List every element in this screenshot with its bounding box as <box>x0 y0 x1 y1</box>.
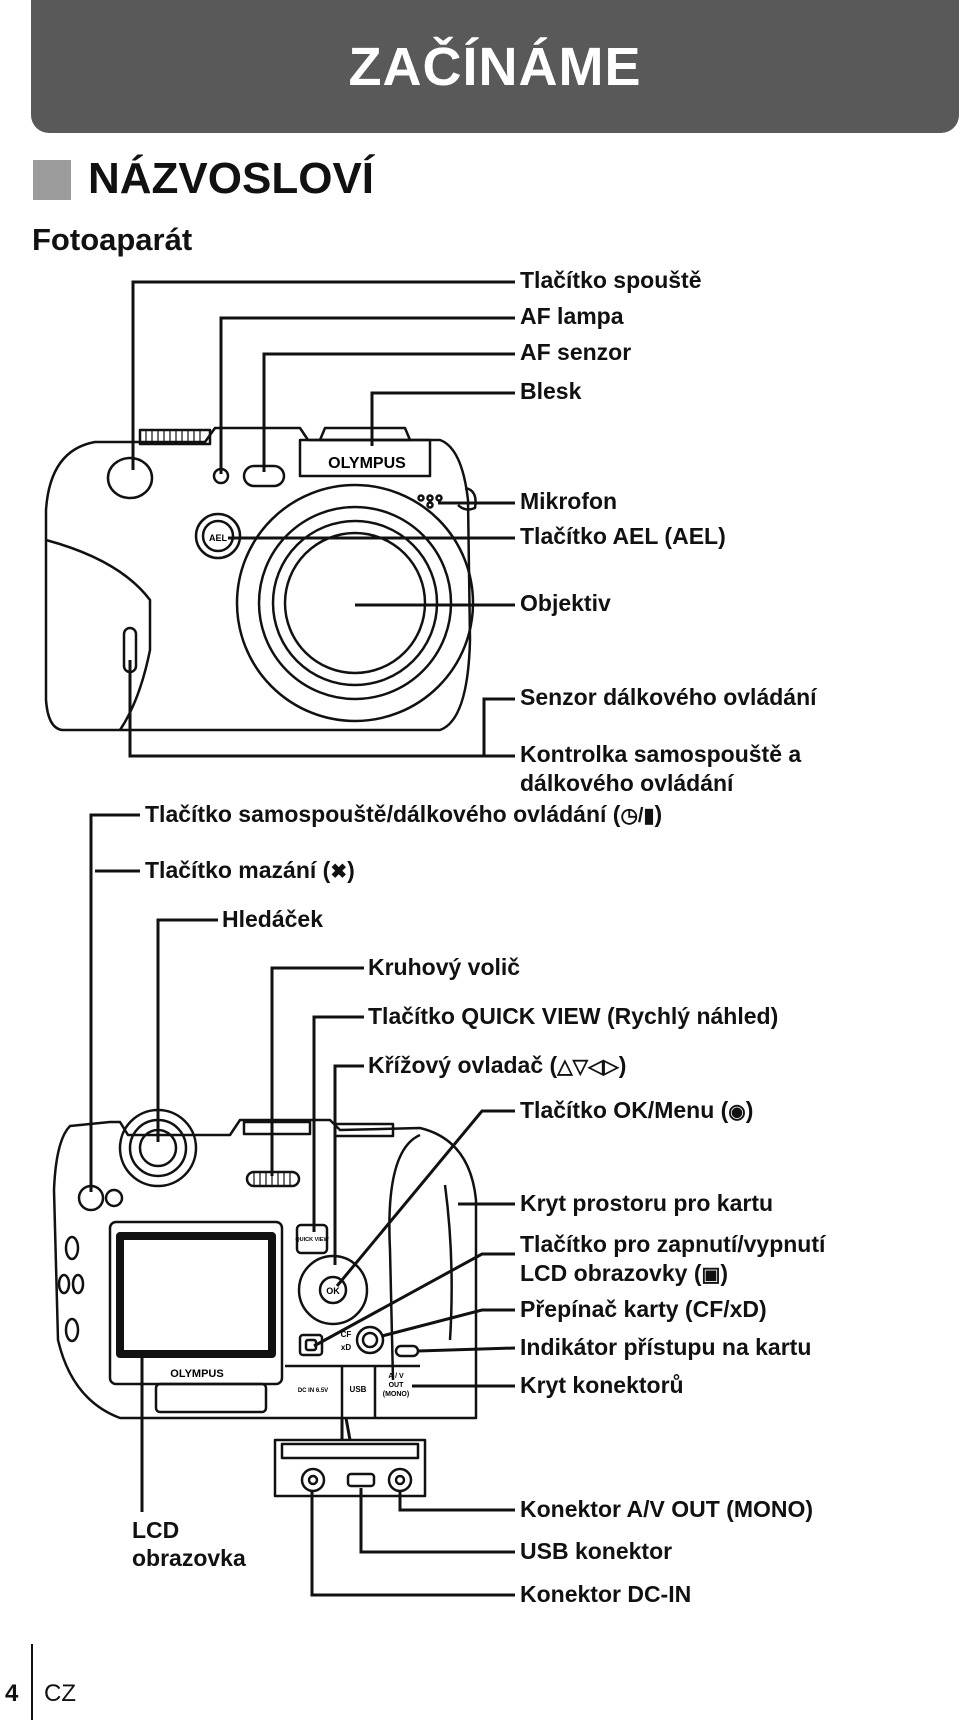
label-selftimer-lamp-2: dálkového ovládání <box>520 770 734 796</box>
camera-back-body <box>52 1118 478 1420</box>
usb-mark: USB <box>350 1385 367 1394</box>
label-selftimer-button-text: Tlačítko samospouště/dálkového ovládání … <box>145 801 621 827</box>
card-switch-shape <box>355 1325 385 1355</box>
ok-menu-icon: ◉ <box>728 1101 746 1123</box>
footer-divider <box>31 1644 33 1720</box>
camera-front-body <box>44 426 472 732</box>
paren: ) <box>720 1260 729 1286</box>
label-flash: Blesk <box>520 378 582 404</box>
label-lcd-2: obrazovka <box>132 1545 246 1571</box>
arrow-pad-icons: △▽◁▷ <box>557 1056 619 1078</box>
paren: ) <box>745 1097 754 1123</box>
label-lens: Objektiv <box>520 590 611 616</box>
label-arrow-pad-text: Křížový ovladač ( <box>368 1052 558 1078</box>
lcd-monitor-icon: ▣ <box>701 1264 721 1286</box>
usb-port <box>346 1472 376 1488</box>
dc-in-mark: DC IN 6.5V <box>298 1388 328 1394</box>
label-card-switch: Přepínač karty (CF/xD) <box>520 1296 767 1322</box>
camera-front-grip <box>45 538 152 731</box>
label-mode-dial: Kruhový volič <box>368 954 521 980</box>
label-lcd-1: LCD <box>132 1517 180 1543</box>
page-number: 4 <box>5 1680 19 1707</box>
label-selftimer-lamp-1: Kontrolka samospouště a <box>520 741 802 767</box>
label-card-cover: Kryt prostoru pro kartu <box>520 1190 774 1216</box>
label-af-sensor: AF senzor <box>520 339 632 365</box>
label-usb: USB konektor <box>520 1538 673 1564</box>
leader-dc-in <box>310 1490 515 1597</box>
chapter-banner: ZAČÍNÁME <box>31 0 959 133</box>
paren: ) <box>347 857 355 883</box>
av-mark-1: A / V <box>388 1373 404 1380</box>
label-ael-button: Tlačítko AEL (AEL) <box>520 523 726 549</box>
leader-av-out <box>398 1490 515 1512</box>
leader-quick-view <box>312 1015 364 1232</box>
language-code: CZ <box>44 1680 76 1707</box>
label-lcd-button-2: LCD obrazovky (▣) <box>520 1259 728 1289</box>
lcd-button-shape <box>298 1333 324 1357</box>
label-quick-view: Tlačítko QUICK VIEW (Rychlý náhled) <box>368 1003 779 1029</box>
label-card-access: Indikátor přístupu na kartu <box>520 1334 812 1360</box>
leader-arrow-pad <box>333 1064 364 1265</box>
av-mark-2: OUT <box>389 1382 405 1389</box>
quick-view-mark: QUICK VIEW <box>295 1237 329 1243</box>
shutter-button <box>106 456 154 500</box>
erase-icon: ✖ <box>330 861 348 883</box>
label-af-lamp: AF lampa <box>520 303 624 329</box>
label-mic: Mikrofon <box>520 488 618 514</box>
label-remote-sensor: Senzor dálkového ovládání <box>520 684 817 710</box>
leader-card-access <box>417 1346 516 1353</box>
leader-af-lamp <box>219 316 515 474</box>
paren: ) <box>618 1052 627 1078</box>
label-selftimer-button: Tlačítko samospouště/dálkového ovládání … <box>145 800 662 830</box>
chapter-title: ZAČÍNÁME <box>348 37 642 97</box>
leader-viewfinder <box>156 918 218 1142</box>
brand-front: OLYMPUS <box>328 455 406 472</box>
leader-af-sensor <box>262 352 515 472</box>
ok-mark: OK <box>326 1286 340 1296</box>
label-shutter: Tlačítko spouště <box>520 267 702 293</box>
cf-mark: CF <box>341 1330 352 1339</box>
leader-shutter <box>131 280 515 470</box>
section-marker <box>33 160 71 200</box>
leader-selftimer-lamp <box>128 660 515 758</box>
label-viewfinder: Hledáček <box>222 906 324 932</box>
leader-remote-sensor <box>482 697 515 756</box>
erase-button-shape <box>104 1188 124 1208</box>
quick-view-button-shape <box>295 1223 329 1255</box>
leader-selftimer-button <box>89 813 140 1192</box>
label-av-out: Konektor A/V OUT (MONO) <box>520 1496 814 1522</box>
label-lcd-button-2-text: LCD obrazovky ( <box>520 1260 702 1286</box>
label-dc-in: Konektor DC-IN <box>520 1581 692 1607</box>
leader-usb <box>359 1488 515 1554</box>
lens-outer <box>235 483 475 723</box>
leader-flash <box>370 391 515 446</box>
brand-lcd: OLYMPUS <box>170 1368 223 1380</box>
leader-mode-dial <box>270 966 364 1176</box>
av-mark-3: (MONO) <box>383 1391 409 1398</box>
label-connector-cover: Kryt konektorů <box>520 1372 684 1398</box>
lcd-screen <box>116 1232 276 1358</box>
leader-card-switch <box>381 1308 515 1338</box>
arrow-pad-shape <box>297 1254 369 1326</box>
selftimer-remote-icon: ◷/▮ <box>620 805 655 827</box>
paren: ) <box>654 801 663 827</box>
subsection-title: Fotoaparát <box>32 222 193 257</box>
label-ok-menu: Tlačítko OK/Menu (◉) <box>520 1096 753 1126</box>
section-title: NÁZVOSLOVÍ <box>88 154 375 203</box>
label-arrow-pad: Křížový ovladač (△▽◁▷) <box>368 1051 626 1081</box>
leader-lcd-button <box>313 1252 515 1348</box>
label-lcd-button-1: Tlačítko pro zapnutí/vypnutí <box>520 1231 826 1257</box>
label-ok-menu-text: Tlačítko OK/Menu ( <box>520 1097 729 1123</box>
ael-mark: AEL <box>209 533 228 543</box>
front-dial <box>138 428 212 446</box>
leader-ok-menu <box>335 1109 515 1287</box>
label-erase-button: Tlačítko mazání (✖) <box>145 856 355 886</box>
xd-mark: xD <box>341 1343 351 1352</box>
label-erase-button-text: Tlačítko mazání ( <box>145 857 331 883</box>
ael-button-shape <box>194 512 242 560</box>
